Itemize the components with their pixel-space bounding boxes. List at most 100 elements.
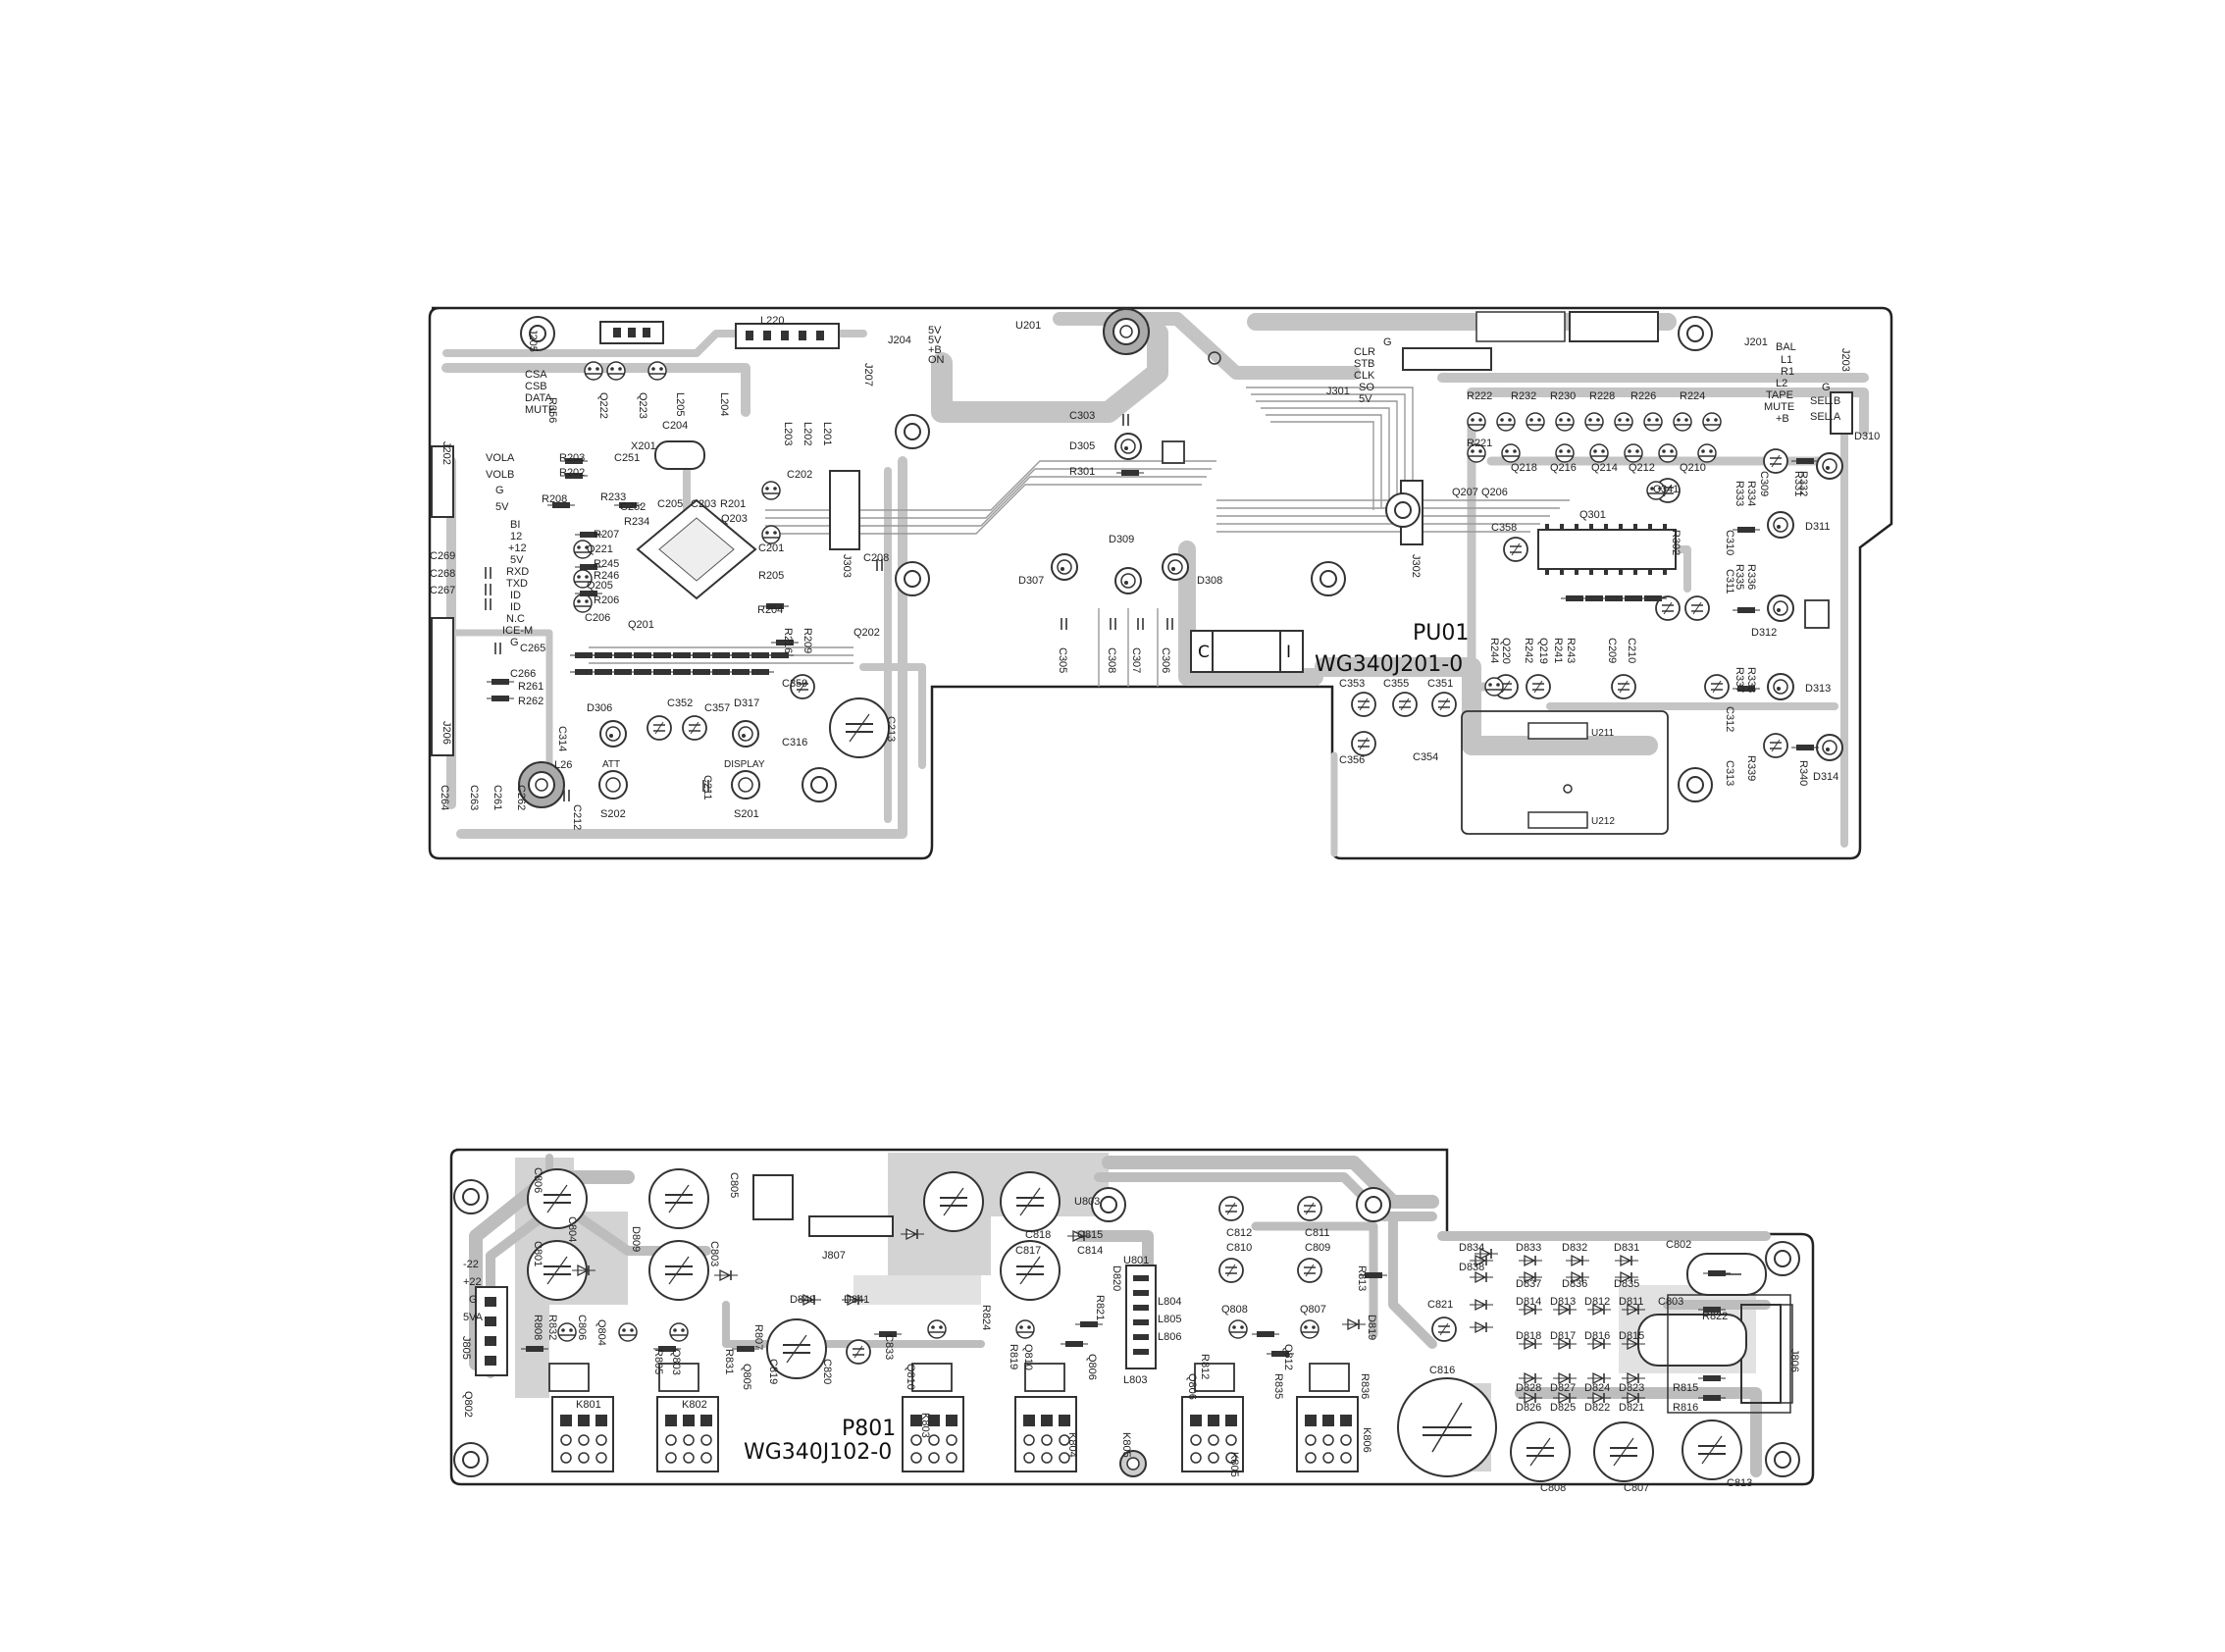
- svg-text:R824: R824: [980, 1305, 992, 1330]
- svg-text:C833: C833: [883, 1334, 895, 1360]
- svg-text:D311: D311: [1805, 521, 1830, 533]
- bottom-traces: [469, 1154, 1771, 1477]
- connector-j303: [829, 470, 860, 550]
- svg-text:U201: U201: [1015, 320, 1041, 332]
- svg-text:Q205: Q205: [587, 580, 613, 592]
- svg-text:R246: R246: [594, 570, 619, 582]
- svg-text:C803: C803: [708, 1241, 720, 1266]
- svg-text:C206: C206: [585, 612, 610, 624]
- svg-text:N.C: N.C: [506, 613, 525, 625]
- svg-text:L201: L201: [821, 422, 833, 445]
- switch-ref-s202: S202: [600, 808, 626, 820]
- svg-text:C316: C316: [782, 737, 807, 749]
- svg-text:C806: C806: [532, 1167, 543, 1193]
- svg-text:D840: D840: [790, 1294, 815, 1306]
- svg-text:D317: D317: [734, 697, 759, 709]
- svg-text:R216: R216: [782, 628, 794, 653]
- svg-text:R336: R336: [1745, 564, 1757, 590]
- svg-text:VOLB: VOLB: [486, 469, 514, 481]
- svg-text:Q210: Q210: [1680, 462, 1706, 474]
- svg-text:C308: C308: [1106, 647, 1117, 673]
- svg-text:Q803: Q803: [670, 1349, 682, 1375]
- svg-text:C306: C306: [1160, 647, 1171, 673]
- svg-text:RXD: RXD: [506, 566, 529, 578]
- svg-text:D836: D836: [1562, 1278, 1587, 1290]
- svg-text:D834: D834: [1459, 1242, 1484, 1254]
- svg-text:C358: C358: [1491, 522, 1517, 534]
- svg-text:C355: C355: [1383, 678, 1409, 690]
- svg-text:C806: C806: [576, 1315, 588, 1340]
- svg-text:R242: R242: [1523, 638, 1534, 663]
- svg-text:R222: R222: [1467, 390, 1492, 402]
- svg-text:SO: SO: [1359, 382, 1374, 393]
- svg-text:R262: R262: [518, 696, 543, 707]
- svg-text:D819: D819: [1366, 1315, 1377, 1340]
- svg-text:J203: J203: [1839, 348, 1851, 372]
- svg-text:C808: C808: [1540, 1482, 1566, 1494]
- svg-text:C205: C205: [657, 498, 683, 510]
- svg-text:MUTE: MUTE: [525, 404, 555, 416]
- svg-text:-22: -22: [463, 1259, 479, 1270]
- svg-text:5V: 5V: [495, 501, 509, 513]
- svg-text:K801: K801: [576, 1399, 601, 1411]
- svg-text:5V: 5V: [510, 554, 524, 566]
- svg-text:L1: L1: [1781, 354, 1792, 366]
- svg-text:K803: K803: [919, 1413, 931, 1438]
- svg-text:G: G: [510, 637, 519, 648]
- connector-j301: [1402, 347, 1492, 371]
- svg-text:D826: D826: [1516, 1402, 1541, 1414]
- connector-j201: [1569, 311, 1659, 342]
- svg-text:J201: J201: [1744, 336, 1768, 348]
- svg-text:U212: U212: [1591, 816, 1615, 827]
- board-ref-bottom: P801: [842, 1417, 896, 1441]
- svg-text:R813: R813: [1356, 1265, 1368, 1291]
- svg-text:Q203: Q203: [721, 513, 748, 525]
- svg-text:D822: D822: [1584, 1402, 1610, 1414]
- svg-text:Q216: Q216: [1550, 462, 1577, 474]
- svg-text:CLK: CLK: [1354, 370, 1375, 382]
- svg-text:G: G: [1383, 336, 1392, 348]
- svg-text:C815: C815: [1077, 1229, 1103, 1241]
- svg-text:C212: C212: [571, 804, 583, 830]
- svg-text:Q806: Q806: [1186, 1373, 1198, 1400]
- svg-text:D814: D814: [1516, 1296, 1541, 1308]
- svg-text:Q808: Q808: [1221, 1304, 1248, 1316]
- svg-text:L804: L804: [1158, 1296, 1181, 1308]
- svg-text:K802: K802: [682, 1399, 707, 1411]
- svg-text:R337: R337: [1733, 667, 1745, 693]
- svg-text:R204: R204: [757, 604, 783, 616]
- svg-text:SEL.A: SEL.A: [1810, 411, 1841, 423]
- svg-text:C266: C266: [510, 668, 536, 680]
- svg-text:R812: R812: [1199, 1354, 1211, 1379]
- svg-text:C209: C209: [1606, 638, 1618, 663]
- svg-text:+B: +B: [928, 344, 942, 356]
- svg-text:L220: L220: [760, 315, 784, 327]
- svg-text:C353: C353: [1339, 678, 1365, 690]
- svg-text:C305: C305: [1057, 647, 1068, 673]
- svg-text:C354: C354: [1413, 751, 1438, 763]
- svg-text:R1: R1: [1781, 366, 1794, 378]
- connector-j807: [808, 1215, 894, 1237]
- svg-text:K804: K804: [1066, 1432, 1078, 1458]
- svg-text:C309: C309: [1758, 471, 1770, 496]
- svg-text:C807: C807: [1624, 1482, 1649, 1494]
- crystal-x201: [654, 440, 705, 470]
- svg-text:R230: R230: [1550, 390, 1576, 402]
- svg-text:R335: R335: [1733, 564, 1745, 590]
- bottom-rotated-labels: J805 J806 Q802 C806 C801 C804 D809 C803 …: [460, 1167, 1800, 1477]
- svg-text:R805: R805: [652, 1349, 664, 1374]
- svg-text:C818: C818: [1025, 1229, 1051, 1241]
- svg-text:D310: D310: [1854, 431, 1880, 442]
- svg-text:D841: D841: [844, 1294, 869, 1306]
- svg-text:Q202: Q202: [854, 627, 880, 639]
- svg-text:ON: ON: [928, 354, 945, 366]
- svg-text:C252: C252: [620, 501, 646, 513]
- board-partno-bottom: WG340J102-0: [744, 1440, 892, 1465]
- svg-text:D313: D313: [1805, 683, 1831, 695]
- svg-text:Q806: Q806: [1086, 1354, 1098, 1380]
- svg-text:TXD: TXD: [506, 578, 528, 590]
- svg-text:G: G: [469, 1294, 478, 1306]
- svg-text:Q804: Q804: [595, 1319, 607, 1346]
- svg-text:Q206: Q206: [1481, 487, 1508, 498]
